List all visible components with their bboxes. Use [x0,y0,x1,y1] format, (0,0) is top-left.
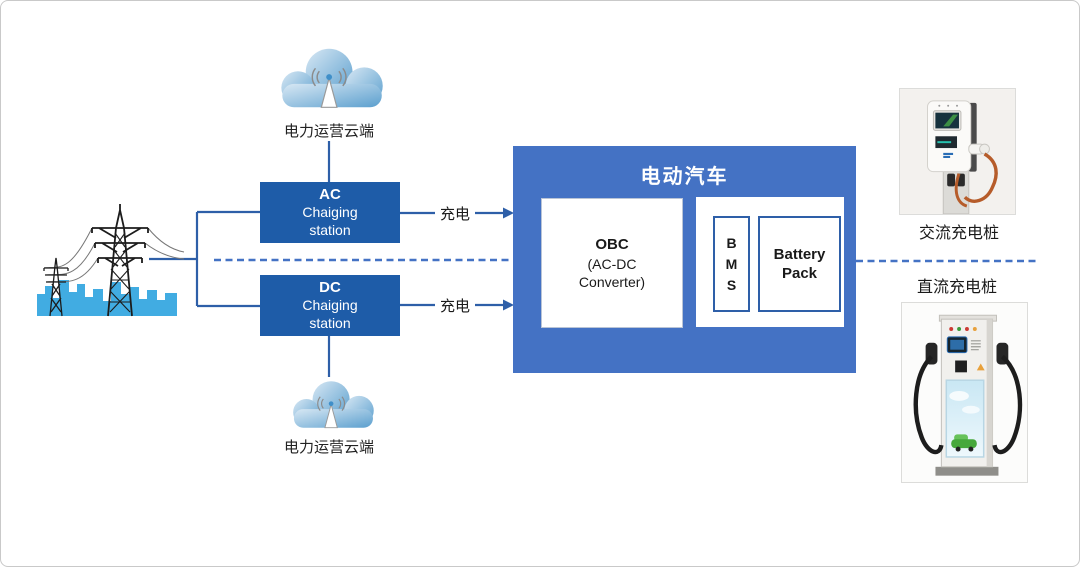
top-cloud-label: 电力运营云端 [283,123,374,140]
ac-station-line2: station [309,221,351,238]
ac-station-line1: Chaiging [302,204,358,221]
ac-charge-arrow-label: 充电 [435,203,476,224]
battery-pack-box: Battery Pack [758,216,841,312]
dc-charge-arrow-label: 充电 [435,295,476,316]
bms-letter: M [725,255,738,272]
ac-charging-station-box: AC Chaiging station [260,182,400,243]
dc-station-line1: Chaiging [302,297,358,314]
city-skyline [37,280,177,316]
battery-pack-label: Battery Pack [773,245,826,283]
floor-charger-illustration [902,303,1027,482]
antenna-icon [317,396,346,429]
obc-title: OBC [595,236,629,254]
bottom-cloud-label: 电力运营云端 [283,439,374,456]
transmission-tower-icon [37,204,185,317]
dc-station-title: DC [319,278,341,296]
ac-station-title: AC [319,185,341,203]
ac-pile-label: 交流充电桩 [918,225,999,242]
dc-charging-pile-image [901,302,1028,483]
cloud-icon [281,48,383,108]
antenna-icon [311,67,347,108]
ev-box-title: 电动汽车 [640,166,729,188]
obc-subtitle: (AC-DC Converter) [578,255,646,290]
dc-charging-station-box: DC Chaiging station [260,275,400,336]
electric-vehicle-box: 电动汽车 OBC (AC-DC Converter) B M S Battery… [513,146,856,373]
wall-charger-illustration [900,89,1015,215]
bms-letter: S [726,276,737,293]
obc-box: OBC (AC-DC Converter) [541,198,683,328]
bms-box: B M S [713,216,750,312]
dc-pile-label: 直流充电桩 [916,279,997,296]
cloud-icon [293,381,374,429]
ac-charging-pile-image [899,88,1016,215]
battery-modules-box: B M S Battery Pack [696,197,844,327]
dc-station-line2: station [309,314,351,331]
bms-letter: B [726,234,737,251]
brand-logo [943,152,954,158]
